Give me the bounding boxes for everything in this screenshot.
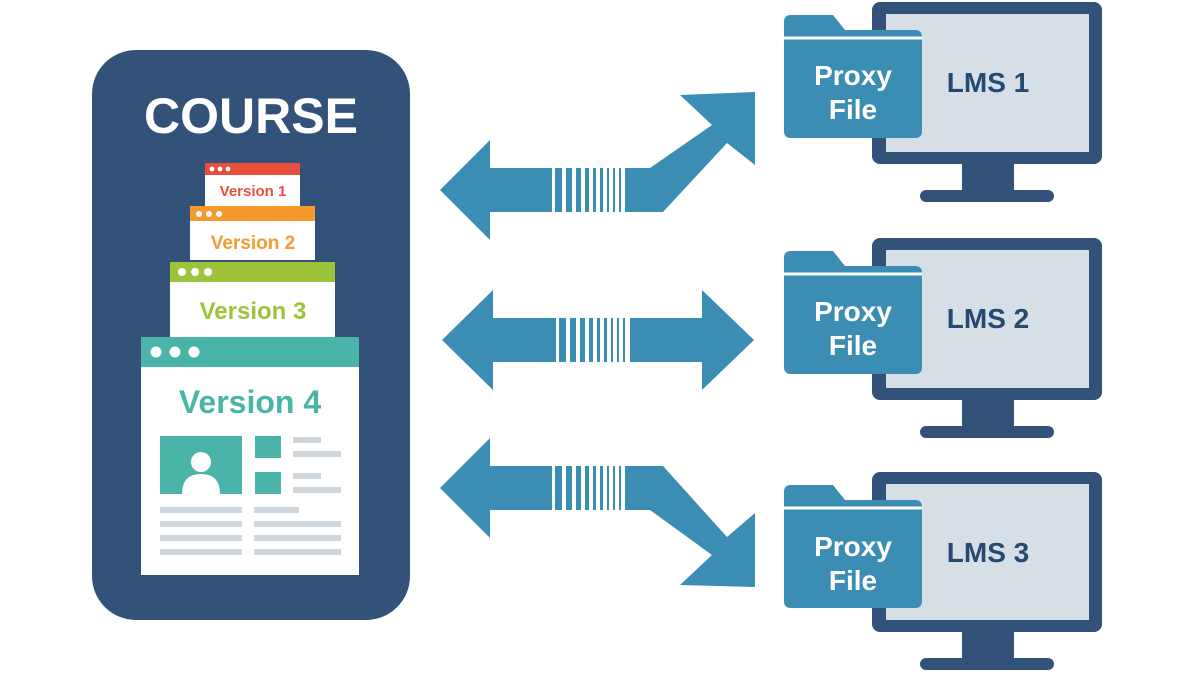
arrow-stripe [604, 318, 607, 362]
version-4-label: Version 4 [179, 384, 322, 420]
window-dot-icon [206, 211, 212, 217]
arrow-stripe [623, 318, 625, 362]
window-dot-icon [169, 346, 181, 358]
arrow-stripe [570, 318, 576, 362]
lms-3-label: LMS 3 [947, 537, 1029, 568]
course-panel: COURSE Version 1 Version 2 Version [92, 50, 410, 620]
folder-icon [784, 15, 922, 138]
window-dot-icon [196, 211, 202, 217]
arrow-stripe [600, 466, 603, 510]
window-dot-icon [150, 346, 162, 358]
arrow-stripe [589, 318, 593, 362]
window-dot-icon [217, 166, 223, 172]
arrow-stripe [566, 168, 572, 212]
arrow-up-right-head-icon [625, 92, 755, 212]
folder-icon [784, 251, 922, 374]
arrow-stripe [611, 318, 613, 362]
version-4-card: Version 4 [141, 337, 359, 575]
connection-arrow-lms-3 [440, 438, 755, 587]
arrow-stripe [585, 168, 589, 212]
version-1-titlebar [205, 163, 300, 175]
arrow-stripe [600, 168, 603, 212]
arrow-stripe [619, 466, 621, 510]
arrow-stripe [555, 466, 562, 510]
placeholder-text-lines [160, 437, 341, 555]
version-2-card: Version 2 [190, 206, 315, 260]
lms-3-group: Proxy File LMS 3 [784, 472, 1102, 670]
version-2-titlebar [190, 206, 315, 221]
proxy-file-label-line2: File [829, 330, 877, 361]
arrow-stripe [566, 466, 572, 510]
version-1-card: Version 1 [205, 163, 300, 208]
arrow-left-head-icon [440, 140, 552, 240]
arrow-stripe [576, 466, 581, 510]
lms-2-label: LMS 2 [947, 303, 1029, 334]
arrow-stripe [555, 168, 562, 212]
content-block-icon [255, 436, 281, 458]
arrow-stripe [597, 318, 600, 362]
lms-2-group: Proxy File LMS 2 [784, 238, 1102, 438]
arrow-left-head-icon [442, 290, 556, 390]
course-title: COURSE [144, 88, 358, 144]
arrow-stripe [617, 318, 619, 362]
content-block-icon [255, 472, 281, 494]
lms-1-label: LMS 1 [947, 67, 1029, 98]
arrow-stripe [580, 318, 585, 362]
arrow-stripe [585, 466, 589, 510]
arrow-stripe [559, 318, 566, 362]
arrow-stripe [613, 168, 615, 212]
arrow-stripe [576, 168, 581, 212]
arrow-right-head-icon [630, 290, 754, 390]
arrow-stripe [607, 466, 609, 510]
proxy-file-label-line1: Proxy [814, 296, 892, 327]
window-dot-icon [225, 166, 231, 172]
window-dot-icon [216, 211, 222, 217]
arrow-down-right-head-icon [625, 466, 755, 587]
window-dot-icon [204, 268, 212, 276]
window-dot-icon [178, 268, 186, 276]
proxy-file-label-line1: Proxy [814, 531, 892, 562]
proxy-file-label-line2: File [829, 94, 877, 125]
folder-icon [784, 485, 922, 608]
window-dot-icon [188, 346, 200, 358]
arrow-stripe [613, 466, 615, 510]
lms-1-group: Proxy File LMS 1 [784, 2, 1102, 202]
proxy-file-label-line2: File [829, 565, 877, 596]
arrow-stripe [593, 168, 596, 212]
version-3-titlebar [170, 262, 335, 282]
arrow-stripe [607, 168, 609, 212]
version-2-label: Version 2 [211, 233, 296, 254]
version-3-label: Version 3 [200, 298, 307, 325]
arrow-left-head-icon [440, 438, 552, 538]
monitor-icon [872, 472, 1102, 670]
connection-arrow-lms-1 [440, 92, 755, 240]
user-avatar-icon [160, 436, 242, 494]
window-dot-icon [209, 166, 215, 172]
version-3-card: Version 3 [170, 262, 335, 337]
window-dot-icon [191, 268, 199, 276]
connection-arrow-lms-2 [442, 290, 754, 390]
version-1-label: Version 1 [220, 183, 287, 200]
proxy-file-label-line1: Proxy [814, 60, 892, 91]
arrow-stripe [593, 466, 596, 510]
arrow-stripe [619, 168, 621, 212]
